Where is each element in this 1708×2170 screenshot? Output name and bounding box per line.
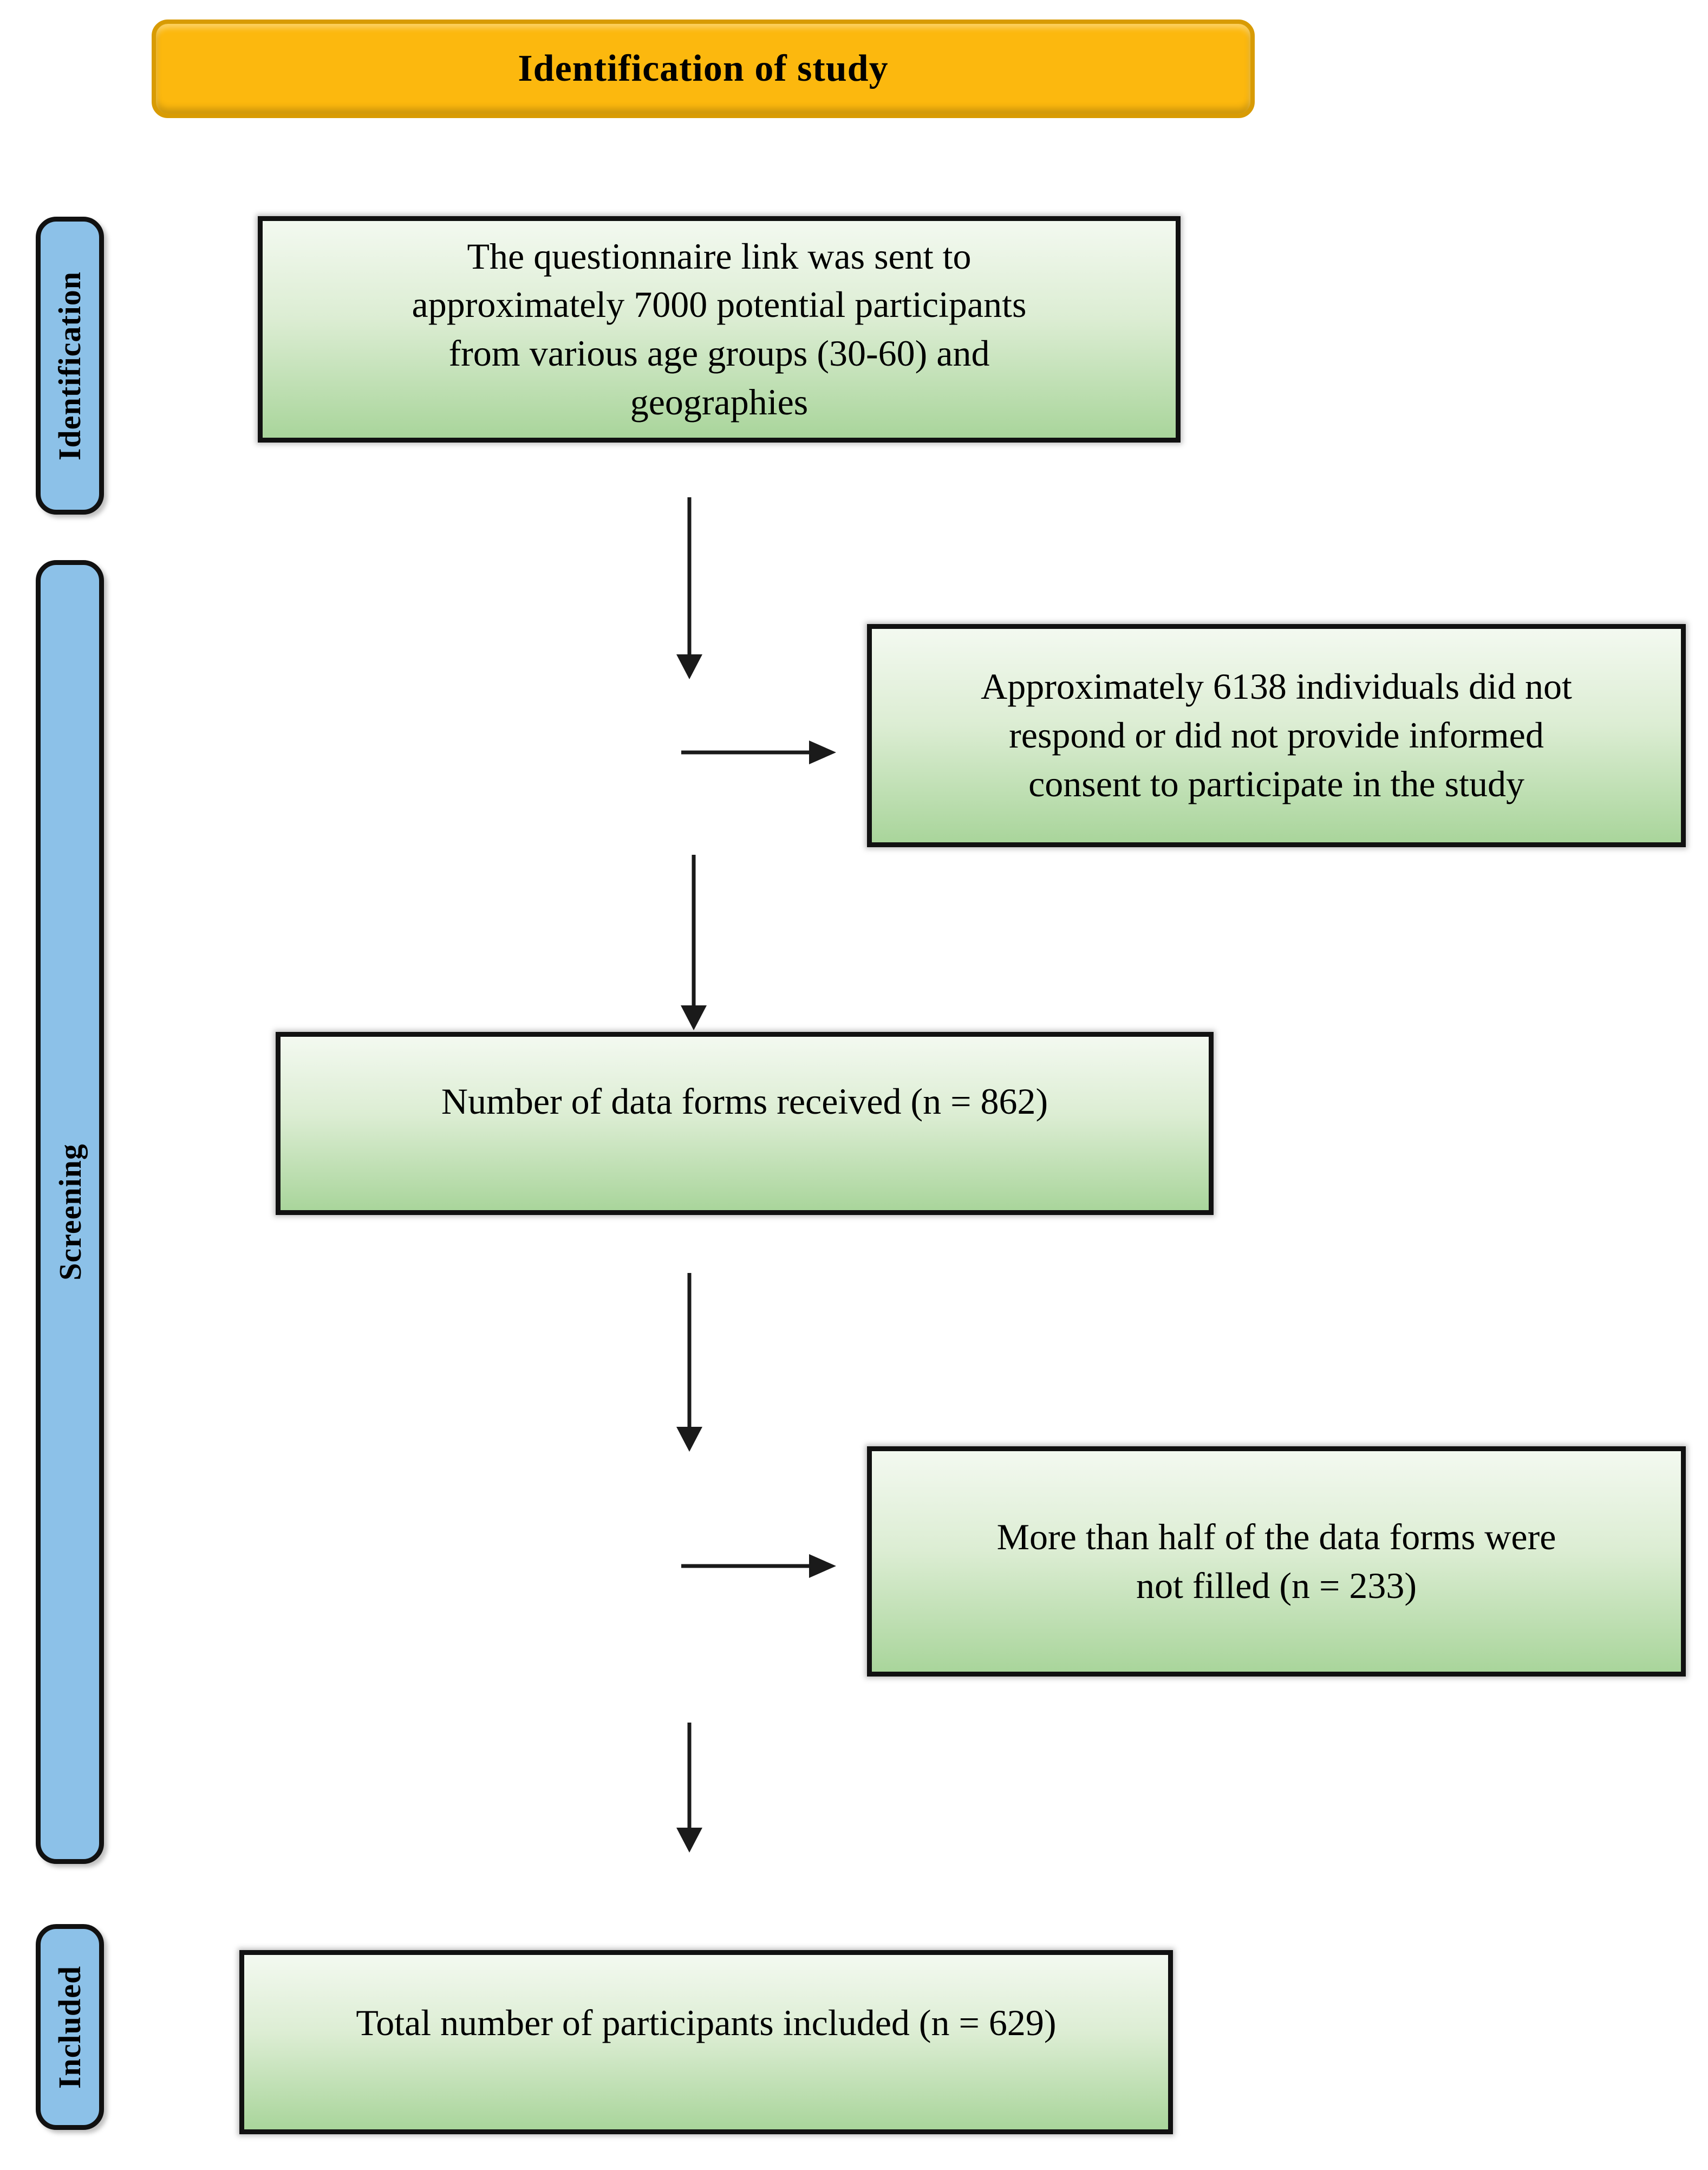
stage-bar-identification: Identification	[36, 217, 104, 515]
node-forms-not-filled-text: More than half of the data forms were no…	[996, 1516, 1556, 1606]
page-title: Identification of study	[518, 48, 889, 89]
arrow-down-icon	[676, 1723, 702, 1853]
arrow-down-icon	[676, 497, 702, 679]
stage-label-screening: Screening	[52, 1144, 88, 1281]
arrow-down-icon	[676, 1273, 702, 1452]
stage-bar-screening: Screening	[36, 560, 104, 1864]
node-questionnaire-sent: The questionnaire link was sent to appro…	[258, 216, 1181, 443]
title-banner: Identification of study	[152, 20, 1255, 118]
stage-label-included: Included	[52, 1965, 88, 2089]
node-no-response: Approximately 6138 individuals did not r…	[867, 624, 1686, 847]
node-forms-not-filled: More than half of the data forms were no…	[867, 1446, 1686, 1677]
arrow-right-icon	[681, 740, 836, 764]
node-forms-received-text: Number of data forms received (n = 862)	[441, 1081, 1048, 1122]
stage-label-identification: Identification	[52, 271, 88, 460]
stage-bar-included: Included	[36, 1924, 104, 2130]
node-forms-received: Number of data forms received (n = 862)	[276, 1032, 1214, 1215]
node-questionnaire-sent-text: The questionnaire link was sent to appro…	[412, 235, 1027, 423]
arrow-right-icon	[681, 1554, 836, 1578]
arrow-down-icon	[681, 855, 707, 1030]
node-participants-included-text: Total number of participants included (n…	[356, 2002, 1057, 2044]
node-participants-included: Total number of participants included (n…	[239, 1950, 1173, 2134]
node-no-response-text: Approximately 6138 individuals did not r…	[981, 666, 1572, 804]
